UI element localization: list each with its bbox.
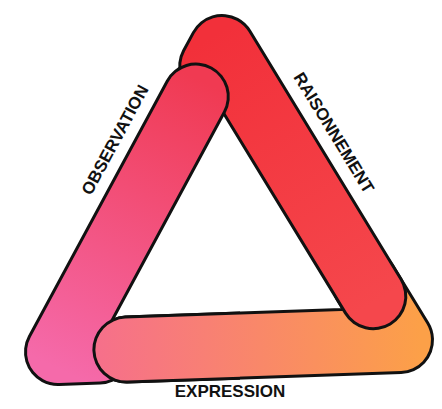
band-fill	[126, 300, 240, 350]
band-outline	[126, 300, 240, 350]
side-label: OBSERVATION	[79, 82, 153, 198]
expression-band-overlap	[126, 300, 240, 350]
side-label: RAISONNEMENT	[289, 69, 377, 196]
side-label: EXPRESSION	[175, 383, 286, 402]
